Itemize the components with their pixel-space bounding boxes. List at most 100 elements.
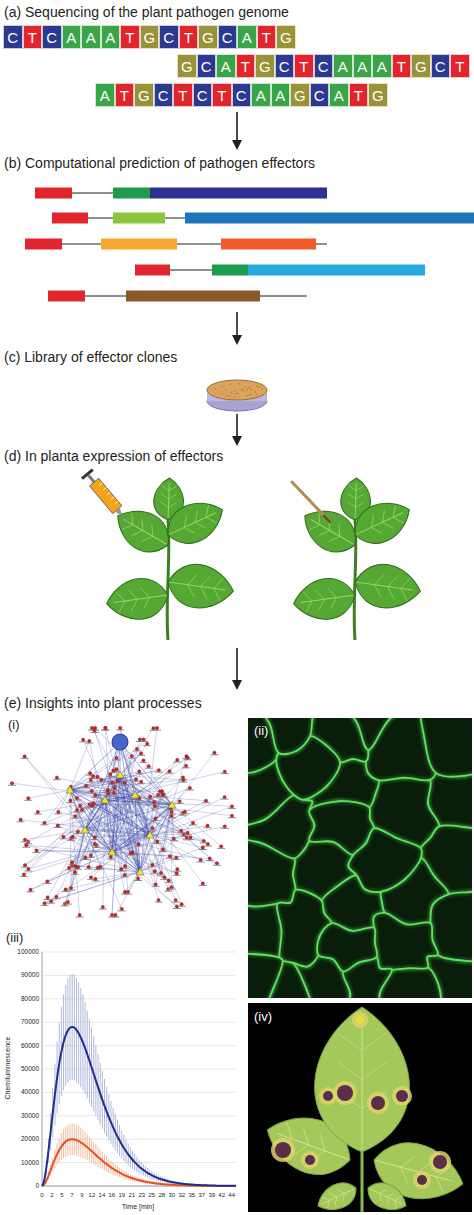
network-node: [80, 808, 83, 811]
network-node: [223, 795, 226, 798]
base-letter: T: [455, 59, 464, 74]
sequence-base-box: G: [255, 54, 275, 78]
network-node: [137, 842, 140, 845]
exon-block: [150, 188, 327, 199]
leaf-vein: [128, 589, 137, 600]
network-node: [170, 814, 173, 817]
lesion-halo: [319, 1087, 337, 1105]
network-edge: [112, 806, 232, 852]
leaf-vein: [184, 524, 195, 536]
chart-gridline: [42, 998, 236, 999]
base-letter: T: [178, 88, 187, 103]
network-node: [134, 778, 137, 781]
base-letter: T: [217, 88, 226, 103]
network-node: [157, 898, 160, 901]
sequence-base-box: C: [154, 83, 174, 107]
leaf-vein: [337, 1188, 344, 1196]
leaf-vein: [169, 486, 177, 491]
network-node: [120, 867, 123, 870]
leaf-vein: [303, 591, 312, 602]
leaf-vein: [315, 1134, 330, 1151]
panel-label: (iv): [254, 1010, 272, 1023]
sequence-base-box: T: [23, 25, 43, 49]
network-node: [55, 895, 58, 898]
network-node: [155, 726, 158, 729]
network-node: [161, 848, 164, 851]
tick-label: 9: [80, 1192, 83, 1198]
network-node: [161, 793, 164, 796]
chart-gridline: [42, 1045, 236, 1046]
cell-membrane: [248, 795, 315, 858]
base-letter: A: [66, 30, 76, 45]
base-letter: T: [120, 88, 129, 103]
lesion-spot: [337, 1085, 353, 1101]
network-node: [22, 873, 25, 876]
network-node: [109, 855, 112, 858]
network-node: [101, 905, 104, 908]
base-letter: A: [357, 59, 367, 74]
sequence-base-box: C: [314, 54, 334, 78]
network-node: [223, 825, 226, 828]
tick-label: 19: [119, 1192, 126, 1198]
leaf-vein: [328, 587, 337, 598]
network-edge: [140, 872, 177, 906]
network-node: [75, 796, 78, 799]
lesion-halo: [271, 1138, 295, 1162]
base-letter: C: [197, 88, 208, 103]
network-node: [199, 858, 202, 861]
leaf-vein: [348, 494, 356, 499]
agar-speckle: [235, 392, 237, 394]
network-edge: [58, 790, 70, 812]
exon-block: [25, 239, 62, 250]
base-letter: T: [299, 59, 308, 74]
network-edge: [120, 775, 172, 805]
cell-membrane: [254, 718, 321, 754]
intron-line: [165, 218, 185, 219]
base-letter: C: [279, 59, 290, 74]
network-node: [76, 830, 79, 833]
interaction-network: [8, 726, 236, 917]
base-letter: C: [435, 59, 446, 74]
agar-speckle: [242, 388, 244, 390]
chart-gridline: [42, 1022, 236, 1023]
leaf-vein: [392, 1200, 399, 1208]
leaf-vein: [206, 514, 217, 526]
leaf-blade: [363, 1177, 411, 1215]
leaf-vein: [384, 1197, 391, 1205]
intron-line: [316, 244, 327, 245]
axis-title: Time [min]: [122, 1203, 154, 1210]
tick-label: 32: [178, 1192, 185, 1198]
network-node: [175, 872, 178, 875]
leaf-vein: [377, 1193, 384, 1201]
lesion-spot: [323, 1091, 333, 1101]
tick-label: 25: [148, 1192, 155, 1198]
base-letter: G: [259, 59, 271, 74]
intron-line: [72, 193, 113, 194]
network-edge: [44, 790, 70, 823]
network-edge: [115, 872, 140, 915]
exon-block: [248, 265, 425, 276]
sequence-base-box: A: [216, 54, 236, 78]
network-edge: [120, 742, 140, 872]
leaf-vein: [329, 533, 340, 545]
leaf-blade: [104, 575, 171, 624]
hub-node: [131, 791, 139, 798]
network-edge: [95, 728, 172, 805]
agar-speckle: [250, 393, 252, 395]
flow-arrow-head: [232, 335, 242, 345]
network-node: [35, 849, 38, 852]
leaf-vein: [191, 510, 202, 522]
leaf-vein: [195, 519, 206, 531]
cell-interior: [248, 795, 315, 858]
agar-speckle: [222, 386, 224, 388]
cell-outlines: [248, 718, 472, 998]
leaf-vein: [305, 601, 314, 612]
network-node: [94, 877, 97, 880]
network-node: [130, 754, 133, 757]
sequence-base-box: A: [251, 83, 271, 107]
leaf-vein: [116, 591, 125, 602]
tick-label: 37: [198, 1192, 205, 1198]
leaf-vein: [397, 1167, 411, 1183]
cell-membrane: [348, 828, 422, 892]
